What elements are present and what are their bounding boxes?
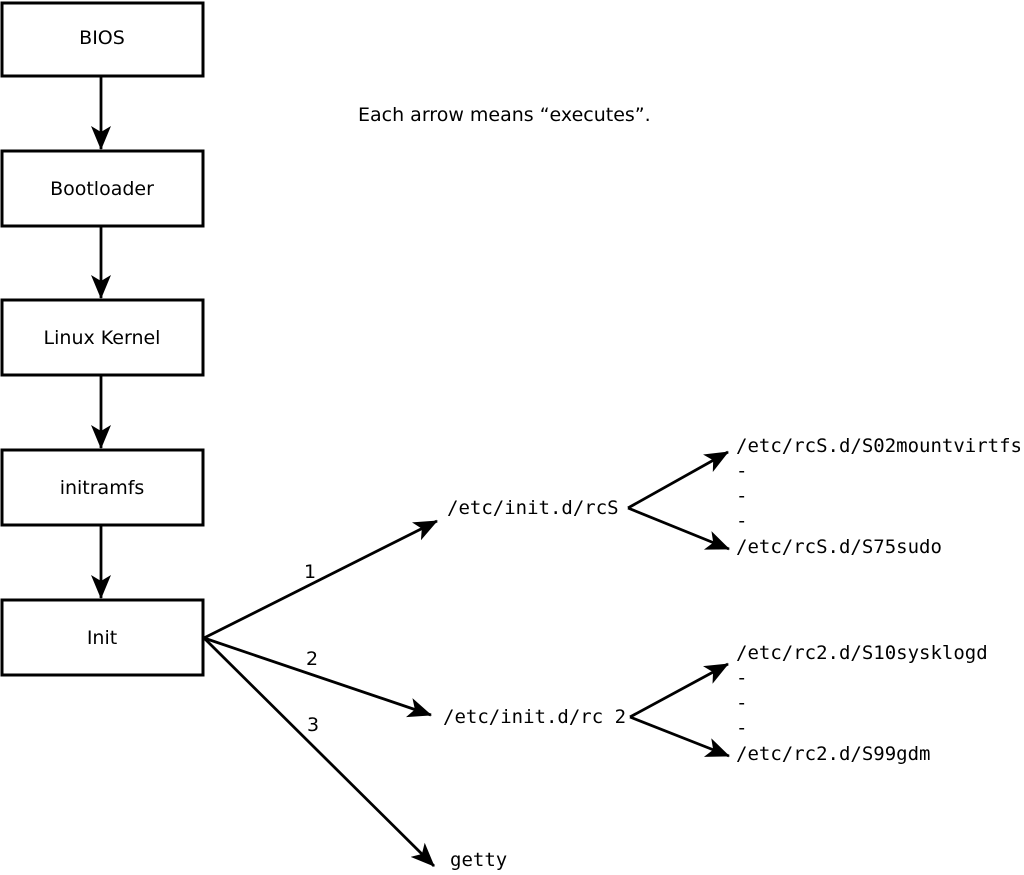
arrow-rc2-to-s10sysklogd (629, 662, 729, 719)
node-initramfs: initramfs (0, 448, 205, 527)
arrow-init-to-rc2 (203, 636, 432, 718)
node-bootloader: Bootloader (0, 149, 205, 228)
node-linux-kernel: Linux Kernel (0, 298, 205, 377)
node-bios: BIOS (0, 1, 205, 78)
text-rcs-child-2: - (736, 485, 747, 507)
arrow-rcs-to-s75sudo (627, 506, 730, 551)
node-linux-kernel-label: Linux Kernel (44, 327, 161, 349)
node-initramfs-box (0, 448, 205, 527)
node-init-label: Init (87, 627, 117, 649)
text-getty: getty (450, 849, 507, 871)
arrow-init-to-getty (203, 637, 435, 867)
text-rc2-child-0: /etc/rc2.d/S10sysklogd (736, 642, 988, 664)
branch-label-1: 1 (304, 561, 316, 583)
text-rcs-child-1: - (736, 460, 747, 482)
node-init: Init (0, 598, 205, 677)
node-bios-label: BIOS (79, 27, 125, 49)
text-rc2-child-2: - (736, 692, 747, 714)
node-bios-box (0, 1, 205, 78)
text-rc2-child-4: /etc/rc2.d/S99gdm (736, 743, 930, 765)
arrow-rcs-to-s02mountvirtfs (627, 450, 729, 510)
branch-label-2: 2 (306, 648, 318, 670)
text-rc2-child-3: - (736, 717, 747, 739)
node-linux-kernel-box (0, 298, 205, 377)
diagram-note: Each arrow means “executes”. (358, 104, 651, 126)
text-rcs-child-0: /etc/rcS.d/S02mountvirtfs (736, 435, 1022, 457)
node-initramfs-label: initramfs (60, 477, 145, 499)
text-rcs-child-3: - (736, 510, 747, 532)
node-bootloader-box (0, 149, 205, 228)
text-rcs-child-4: /etc/rcS.d/S75sudo (736, 536, 942, 558)
text-rcs-script: /etc/init.d/rcS (447, 497, 619, 519)
text-rc2-child-1: - (736, 667, 747, 689)
arrow-rc2-to-s99gdm (629, 715, 730, 758)
node-bootloader-label: Bootloader (50, 178, 154, 200)
branch-label-3: 3 (307, 714, 319, 736)
text-rc2-script: /etc/init.d/rc 2 (443, 706, 626, 728)
node-init-box (0, 598, 205, 677)
arrow-init-to-rcs (203, 519, 438, 640)
